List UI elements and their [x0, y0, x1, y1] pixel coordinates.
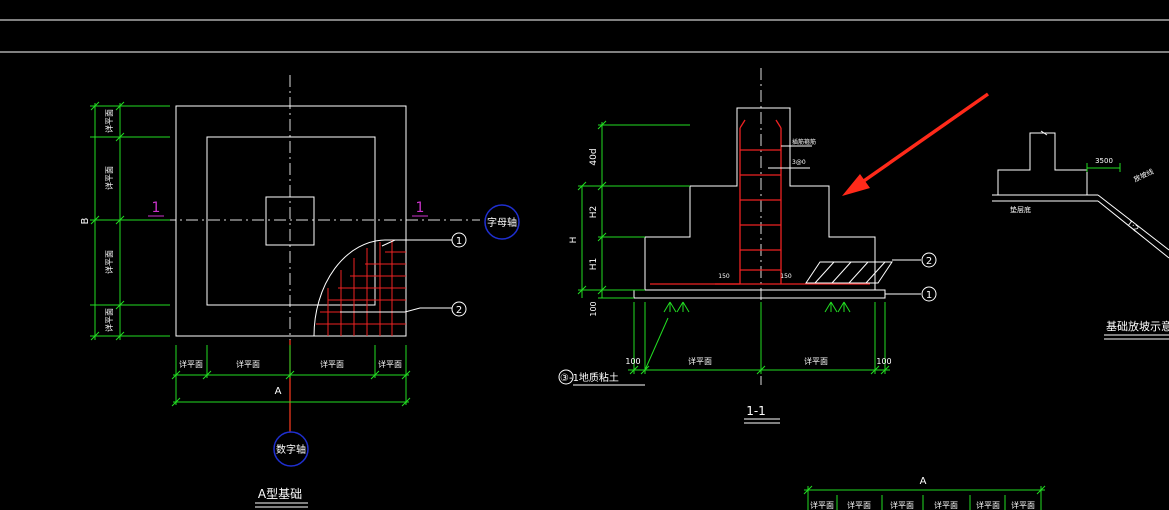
section-callout-2-label: 2	[926, 256, 932, 267]
section-callout-leaders	[885, 259, 921, 295]
plan-callout-2-label: 2	[456, 305, 462, 316]
section-callout-2[interactable]: 2	[921, 252, 937, 268]
plan-centerlines	[120, 75, 480, 340]
axis-bubble-letter[interactable]: 字母轴	[484, 204, 520, 240]
section-bottom-100-left: 100	[625, 357, 640, 366]
section-callout-1-label: 1	[926, 290, 932, 301]
section-left-dimensions	[577, 120, 690, 299]
slope-label-cushion: 垫层底	[1010, 205, 1031, 214]
bottom-partial-dim-1: 详平面	[810, 500, 834, 510]
section-soil-note-label: ③-1地质粘土	[560, 371, 619, 384]
section-dim-100-left: 100	[589, 301, 598, 316]
bottom-partial-dim-4: 详平面	[934, 500, 958, 510]
section-soil-note[interactable]: ③-1地质粘土	[558, 369, 645, 386]
plan-bottom-dimensions	[171, 345, 411, 407]
plan-left-dim-3: 详平面	[104, 250, 114, 274]
section-ground-marks	[644, 301, 851, 371]
plan-section-mark-left: 1	[152, 200, 161, 216]
bottom-partial-dim-2: 详平面	[847, 500, 871, 510]
plan-outer-footing[interactable]	[175, 105, 407, 337]
section-label-tie: 插筋箍筋	[792, 138, 816, 146]
axis-bubble-letter-label: 字母轴	[487, 216, 517, 229]
red-annotation-arrow	[842, 92, 990, 196]
plan-callout-2[interactable]: 2	[451, 301, 467, 317]
section-bottom-dim-2: 详平面	[804, 356, 828, 366]
slope-detail-outline	[992, 130, 1169, 259]
bottom-partial-lines	[803, 485, 1046, 510]
axis-bubble-number[interactable]: 数字轴	[273, 431, 309, 467]
section-bottom-dimensions	[628, 302, 890, 375]
plan-bottom-dim-3: 详平面	[320, 359, 344, 369]
section-label-small: 3@0	[792, 159, 806, 166]
bottom-partial-dim-A: A	[920, 476, 927, 487]
bottom-partial-dim-3: 详平面	[890, 500, 914, 510]
bottom-partial-dim-6: 详平面	[1011, 500, 1035, 510]
plan-dim-B: B	[80, 217, 91, 224]
plan-bottom-dim-2: 详平面	[236, 359, 260, 369]
axis-bubble-number-label: 数字轴	[276, 443, 306, 456]
section-callout-1[interactable]: 1	[921, 286, 937, 302]
plan-callout-1[interactable]: 1	[451, 232, 467, 248]
plan-middle-step[interactable]	[206, 136, 376, 306]
plan-left-dimensions	[90, 101, 170, 341]
plan-column[interactable]	[265, 196, 315, 246]
section-rebar	[650, 119, 870, 285]
plan-bottom-dim-1: 详平面	[179, 359, 203, 369]
section-dim-150-b: 150	[780, 273, 792, 280]
section-dim-H2: H2	[589, 206, 599, 219]
plan-left-dim-1: 详平面	[104, 109, 114, 133]
plan-left-dim-4: 详平面	[104, 308, 114, 332]
section-title: 1-1	[746, 404, 766, 418]
section-dim-40d: 40d	[589, 148, 599, 165]
plan-view[interactable]: 1 2 1 1 字母轴 数字轴	[80, 75, 520, 508]
plan-dim-A: A	[275, 386, 282, 397]
bottom-partial-dimensions[interactable]: A 详平面 详平面 详平面 详平面 详平面 详平面	[803, 476, 1046, 510]
bottom-partial-dim-5: 详平面	[976, 500, 1000, 510]
section-hatch	[805, 261, 893, 284]
slope-detail-dims	[1086, 163, 1121, 172]
section-dim-H1: H1	[589, 258, 599, 271]
section-bottom-100-right: 100	[876, 357, 891, 366]
plan-title: A型基础	[258, 487, 302, 501]
plan-bottom-dim-4: 详平面	[378, 359, 402, 369]
section-view[interactable]: 2 1 插筋箍筋 3@0 150 150 40d	[558, 68, 990, 424]
section-dim-150-a: 150	[718, 273, 730, 280]
section-dim-H: H	[569, 237, 579, 244]
section-bottom-dim-1: 详平面	[688, 356, 712, 366]
plan-section-mark-right: 1	[416, 200, 425, 216]
plan-callout-leaders	[340, 239, 452, 313]
plan-callout-1-label: 1	[456, 236, 462, 247]
top-frame-lines	[0, 19, 1169, 53]
slope-detail-title: 基础放坡示意	[1106, 319, 1169, 333]
slope-dim-3500: 3500	[1095, 157, 1113, 165]
plan-left-dim-2: 详平面	[104, 166, 114, 190]
